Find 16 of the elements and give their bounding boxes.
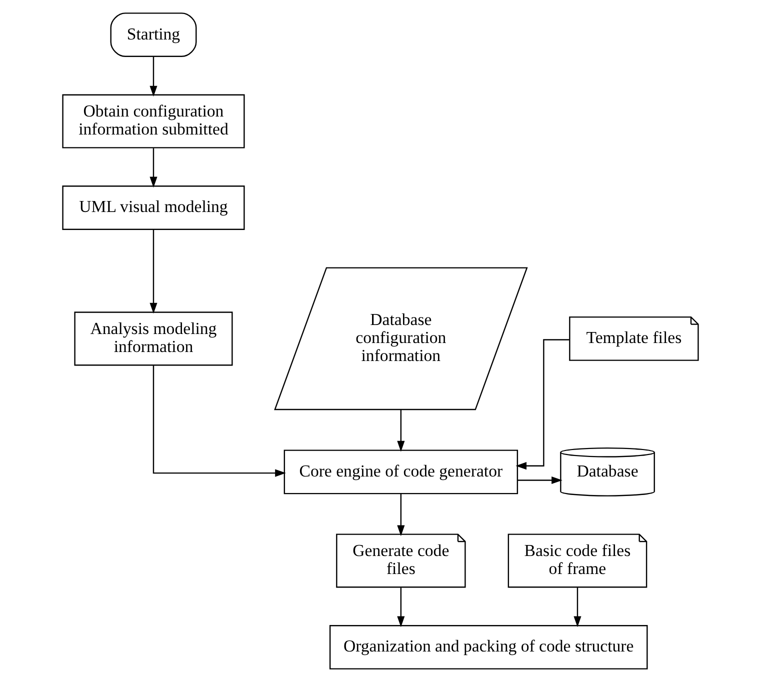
arrow (150, 56, 158, 97)
arrow (397, 494, 405, 536)
node-box: UML visual modeling (62, 186, 245, 230)
node-box: Obtain configuration information submitted (62, 94, 245, 148)
arrow (397, 588, 405, 628)
node-box: Analysis modeling information (74, 312, 233, 366)
node-box: Core engine of code generator (284, 450, 518, 494)
arrow (152, 365, 286, 477)
arrow (516, 339, 570, 470)
arrow (150, 230, 158, 314)
arrow (518, 476, 562, 484)
node-box: Organization and packing of code structure (329, 625, 648, 670)
arrow (574, 588, 582, 628)
arrow (397, 410, 405, 452)
arrow (150, 148, 158, 188)
node-box: Starting (110, 12, 197, 57)
